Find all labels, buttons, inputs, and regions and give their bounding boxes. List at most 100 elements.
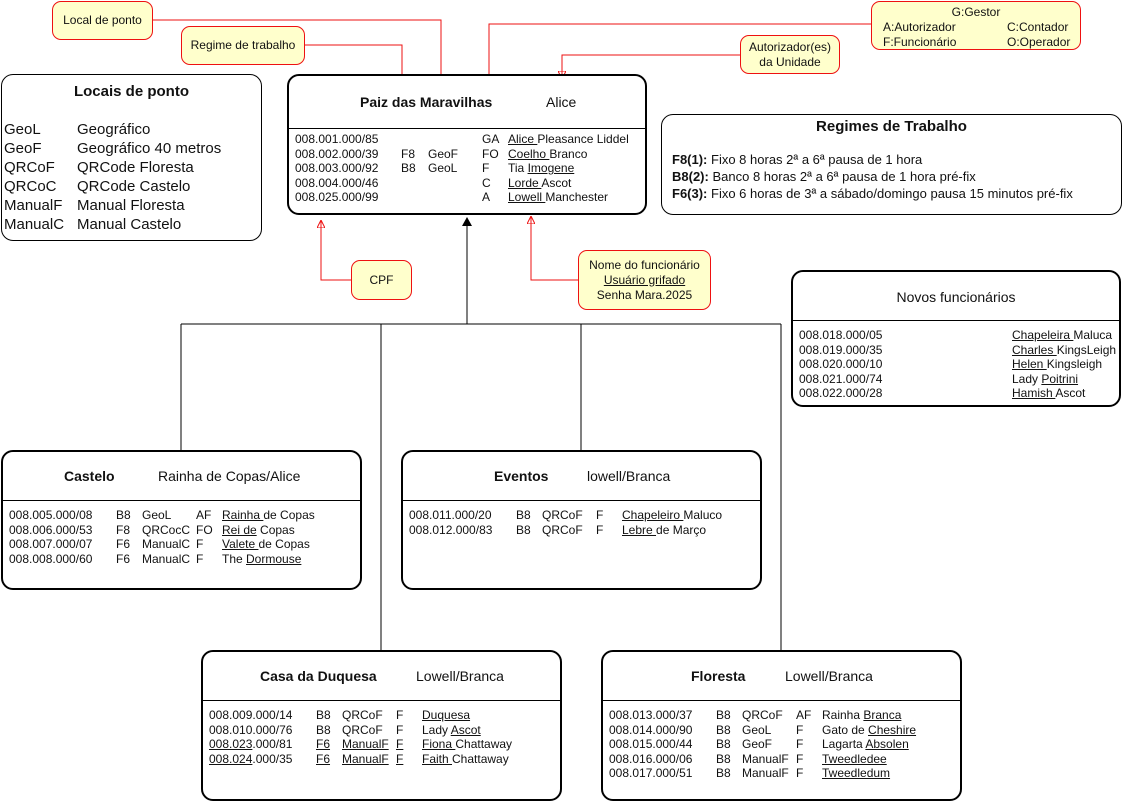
regime-item: F6(3): Fixo 6 horas de 3ª a sábado/domin… <box>672 185 1073 202</box>
employee-name: Gato de Cheshire <box>822 723 916 738</box>
cpf-cell: 008.005.000/08 <box>9 508 92 523</box>
employee-name: Tweedledum <box>822 766 890 781</box>
unit-header: Floresta Lowell/Branca <box>603 652 960 701</box>
note-autorizador: Autorizador(es) da Unidade <box>740 35 840 74</box>
name-rest: Pleasance Liddel <box>537 132 629 146</box>
cpf-text: .000/35 <box>252 751 293 766</box>
note-text: da Unidade <box>759 54 821 69</box>
username: Chapeleiro <box>622 508 684 522</box>
unit-authorizer: lowell/Branca <box>587 468 671 484</box>
employee-name: Rainha de Copas <box>222 508 315 523</box>
note-local-ponto: Local de ponto <box>52 1 153 40</box>
regime-cell: B8 <box>401 161 416 175</box>
local-cell: GeoF <box>428 146 459 161</box>
regime-cell: B8 <box>716 708 731 722</box>
employee-name: Rei de Copas <box>222 523 295 538</box>
name-rest: Manchester <box>545 190 609 204</box>
novos-title: Novos funcionários <box>896 289 1016 305</box>
role-cell: AF <box>796 708 812 722</box>
role-cell: AF <box>196 508 212 522</box>
employee-name: Duquesa <box>422 708 470 723</box>
cpf-cell: 008.012.000/83 <box>409 523 492 538</box>
cpf-cell: 008.016.000/06 <box>609 752 692 767</box>
username: Branca <box>863 708 902 722</box>
cpf-cell: 008.007.000/07 <box>9 537 92 552</box>
unit-name: Floresta <box>691 668 746 684</box>
cpf-cell: 008.018.000/05 <box>799 328 883 342</box>
regime-cell: B8 <box>716 751 731 766</box>
cpf-cell: 008.010.000/76 <box>209 723 292 738</box>
regime-code: F8(1): <box>672 152 708 167</box>
local-cell: ManualF <box>342 737 389 751</box>
regime-cell: B8 <box>516 508 531 522</box>
novos-header: Novos funcionários <box>793 272 1119 321</box>
name-prefix: Lagarta <box>822 737 866 751</box>
role-c: C:Contador <box>1007 20 1069 34</box>
local-cell: QRCoF <box>542 522 583 537</box>
employee-name: Charles KingsLeigh <box>1012 343 1116 358</box>
username: Cheshire <box>868 722 917 737</box>
cpf-text: 008.008.000/60 <box>9 551 93 566</box>
unit-authorizer: Rainha de Copas/Alice <box>158 468 301 484</box>
regime-code: B8(2): <box>672 169 709 184</box>
username: Duquesa <box>422 708 471 722</box>
username: Poitrini <box>1041 371 1079 386</box>
local-cell: ManualC <box>142 537 191 551</box>
regime-cell: F6 <box>316 751 331 766</box>
cpf-text: 008.025.000/99 <box>295 190 379 204</box>
locais-code: QRCoC <box>4 178 57 195</box>
cpf-cell: 008.025.000/99 <box>295 190 378 205</box>
role-f: F:Funcionário <box>883 35 957 49</box>
role-cell: C <box>482 175 491 190</box>
unit-name: Eventos <box>494 468 549 484</box>
note-roles: G:Gestor A:Autorizador C:Contador F:Func… <box>871 1 1081 50</box>
username: Chapeleira <box>1012 328 1074 342</box>
unit-authorizer: Lowell/Branca <box>785 668 873 684</box>
role-cell: FO <box>482 146 499 161</box>
username: Rainha <box>222 508 264 522</box>
username: Tweedledee <box>822 751 887 766</box>
regime-cell: B8 <box>316 722 331 737</box>
locais-desc: Geográfico <box>77 121 151 138</box>
employee-name: Faith Chattaway <box>422 752 509 767</box>
regime-desc: Banco 8 horas 2ª a 6ª pausa de 1 hora pr… <box>712 169 976 184</box>
role-cell: F <box>796 737 804 751</box>
employee-name: Chapeleiro Maluco <box>622 508 722 523</box>
employee-name: Lagarta Absolen <box>822 737 909 752</box>
name-rest: de Copas <box>263 508 315 522</box>
username: Tweedledum <box>822 766 891 780</box>
name-prefix: Tia <box>508 161 528 175</box>
regime-cell: B8 <box>316 708 331 722</box>
note-text: Senha Mara.2025 <box>596 287 693 302</box>
cpf-text: 008.010.000/76 <box>209 722 293 737</box>
employee-name: Tia Imogene <box>508 161 574 176</box>
username: Charles <box>1012 342 1057 357</box>
cpf-cell: 008.003.000/92 <box>295 161 378 176</box>
role-cell: F <box>396 708 404 722</box>
employee-name: Tweedledee <box>822 752 887 767</box>
cpf-text: 008.001.000/85 <box>295 132 379 146</box>
regime-item: F8(1): Fixo 8 horas 2ª a 6ª pausa de 1 h… <box>672 151 1073 168</box>
employee-name: Lorde Ascot <box>508 176 571 191</box>
employee-name: Lady Ascot <box>422 723 481 738</box>
unit-name: Castelo <box>64 468 115 484</box>
role-cell: F <box>596 522 604 537</box>
note-text: Regime de trabalho <box>190 38 296 52</box>
cpf-cell: 008.011.000/20 <box>409 508 492 523</box>
unit-paiz: Paiz das Maravilhas Alice 008.001.000/85… <box>287 74 647 215</box>
name-rest: Chattaway <box>452 751 509 766</box>
cpf-cell: 008.017.000/51 <box>609 766 692 781</box>
hierarchy-lines <box>180 217 782 651</box>
locais-desc: QRCode Floresta <box>77 159 194 176</box>
locais-desc: Manual Floresta <box>77 197 185 214</box>
employee-name: Lady Poitrini <box>1012 372 1078 387</box>
name-rest: Chattaway <box>455 737 513 751</box>
role-cell: FO <box>196 522 213 537</box>
local-cell: ManualF <box>742 766 789 780</box>
name-prefix: Lady <box>422 722 451 737</box>
locais-title: Locais de ponto <box>73 83 189 100</box>
employee-name: Chapeleira Maluca <box>1012 328 1112 343</box>
role-cell: F <box>482 161 490 175</box>
regime-cell: F6 <box>116 537 131 551</box>
